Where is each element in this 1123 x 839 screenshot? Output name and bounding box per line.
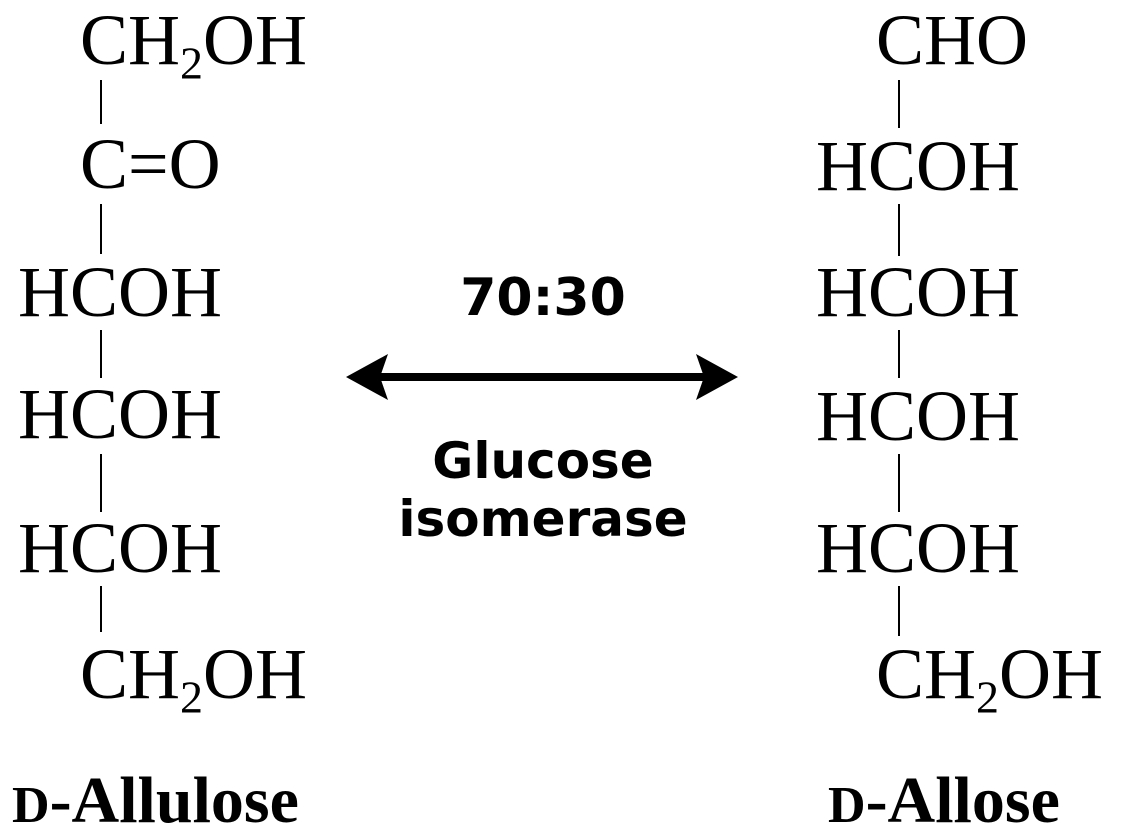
right-bond-2 [898, 204, 900, 256]
equilibrium-ratio: 70:30 [460, 268, 626, 328]
right-row-6: CH2OH [876, 638, 1103, 720]
left-row-1-suffix: OH [203, 0, 308, 80]
right-bond-5 [898, 586, 900, 636]
right-row-1: CHO [876, 4, 1028, 76]
right-row-6-text: CH [876, 634, 977, 714]
right-bond-3 [898, 330, 900, 378]
left-bond-5 [100, 586, 102, 632]
right-row-2-text: HCOH [816, 126, 1021, 206]
right-row-1-text: CHO [876, 0, 1029, 80]
enzyme-label-line-2: isomerase [398, 490, 688, 548]
right-name-main: -Allose [865, 764, 1060, 837]
left-row-6-text: CH [80, 634, 181, 714]
right-row-6-subscript: 2 [976, 671, 1000, 723]
left-bond-3 [100, 330, 102, 378]
left-row-2-text: C=O [80, 124, 221, 204]
right-row-3-text: HCOH [816, 252, 1021, 332]
arrow-head-left [346, 354, 388, 400]
right-row-2: HCOH [816, 130, 1020, 202]
right-bond-4 [898, 454, 900, 512]
right-row-4: HCOH [816, 380, 1020, 452]
left-row-1: CH2OH [80, 4, 307, 86]
left-row-2: C=O [80, 128, 221, 200]
left-row-1-subscript: 2 [180, 37, 204, 89]
left-bond-1 [100, 80, 102, 124]
left-row-3: HCOH [18, 256, 222, 328]
right-name-prefix: D [828, 777, 866, 834]
right-row-5: HCOH [816, 512, 1020, 584]
right-row-4-text: HCOH [816, 376, 1021, 456]
left-row-5-text: HCOH [18, 508, 223, 588]
arrow-head-right [696, 354, 738, 400]
enzyme-label-line-1: Glucose [432, 432, 654, 490]
left-bond-4 [100, 454, 102, 512]
right-row-3: HCOH [816, 256, 1020, 328]
right-row-5-text: HCOH [816, 508, 1021, 588]
left-row-5: HCOH [18, 512, 222, 584]
left-row-6-subscript: 2 [180, 671, 204, 723]
left-row-6: CH2OH [80, 638, 307, 720]
left-bond-2 [100, 204, 102, 254]
right-row-6-suffix: OH [999, 634, 1104, 714]
left-row-6-suffix: OH [203, 634, 308, 714]
left-row-4-text: HCOH [18, 374, 223, 454]
left-row-4: HCOH [18, 378, 222, 450]
enzyme-label: Glucose isomerase [343, 432, 743, 548]
left-row-3-text: HCOH [18, 252, 223, 332]
left-row-1-text: CH [80, 0, 181, 80]
left-name-prefix: D [12, 777, 50, 834]
left-name-main: -Allulose [49, 764, 299, 837]
right-bond-1 [898, 80, 900, 128]
right-compound-name: D-Allose [828, 768, 1060, 839]
left-compound-name: D-Allulose [12, 768, 299, 839]
double-headed-arrow [346, 354, 738, 400]
